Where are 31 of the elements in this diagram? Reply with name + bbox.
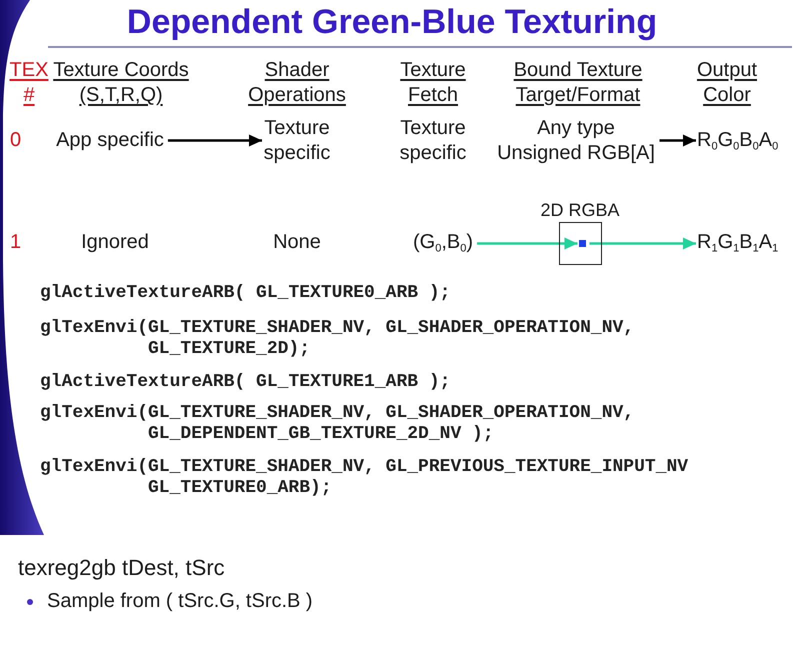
column-header: Shader Operations bbox=[248, 58, 346, 108]
code-line: glTexEnvi(GL_TEXTURE_SHADER_NV, GL_SHADER_OPERATION_NV, GL_TEXTURE_2D); bbox=[40, 318, 636, 360]
arrow bbox=[590, 238, 696, 250]
arrow bbox=[660, 134, 696, 146]
column-header: Texture Fetch bbox=[400, 58, 466, 108]
column-header: TEX # bbox=[9, 58, 49, 108]
row-number: 1 bbox=[10, 230, 22, 255]
instruction-text: texreg2gb tDest, tSrc bbox=[18, 555, 225, 581]
bullet-text: Sample from ( tSrc.G, tSrc.B ) bbox=[47, 589, 313, 614]
output-color-text: R$_{0}$G$_{0}$B$_{0}$A$_{0}$ bbox=[697, 128, 778, 153]
input-coords-text: (G$_{0}$,B$_{0}$) bbox=[413, 230, 474, 255]
table-text: Ignored bbox=[81, 230, 149, 255]
code-line: glTexEnvi(GL_TEXTURE_SHADER_NV, GL_SHADER_OPERATION_NV, GL_DEPENDENT_GB_TEXTURE_2D_NV ); bbox=[40, 403, 636, 445]
slide-title: Dependent Green-Blue Texturing bbox=[126, 2, 658, 42]
arrow bbox=[477, 238, 578, 250]
coords-source-text: App specific bbox=[56, 128, 164, 153]
row-number: 0 bbox=[10, 128, 22, 153]
arrow bbox=[168, 134, 262, 146]
column-header: Texture Coords (S,T,R,Q) bbox=[52, 58, 190, 108]
column-header: Bound Texture Target/Format bbox=[513, 58, 643, 108]
table-text: None bbox=[273, 230, 321, 255]
code-line: glActiveTextureARB( GL_TEXTURE1_ARB ); bbox=[40, 372, 452, 393]
code-line: glActiveTextureARB( GL_TEXTURE0_ARB ); bbox=[40, 283, 452, 304]
sample-point-icon bbox=[578, 240, 586, 247]
output-color-text: R$_{1}$G$_{1}$B$_{1}$A$_{1}$ bbox=[697, 230, 778, 255]
table-text: Texture specific bbox=[399, 116, 467, 166]
texture-label: 2D RGBA bbox=[540, 200, 620, 220]
code-line: glTexEnvi(GL_TEXTURE_SHADER_NV, GL_PREVIOUS_TEXTURE_INPUT_NV GL_TEXTURE0_ARB); bbox=[40, 457, 690, 499]
texture-format-text: Any type Unsigned RGB[A] bbox=[496, 116, 656, 166]
column-header: Output Color bbox=[696, 58, 758, 108]
shader-operation-text: Texture specific bbox=[263, 116, 331, 166]
